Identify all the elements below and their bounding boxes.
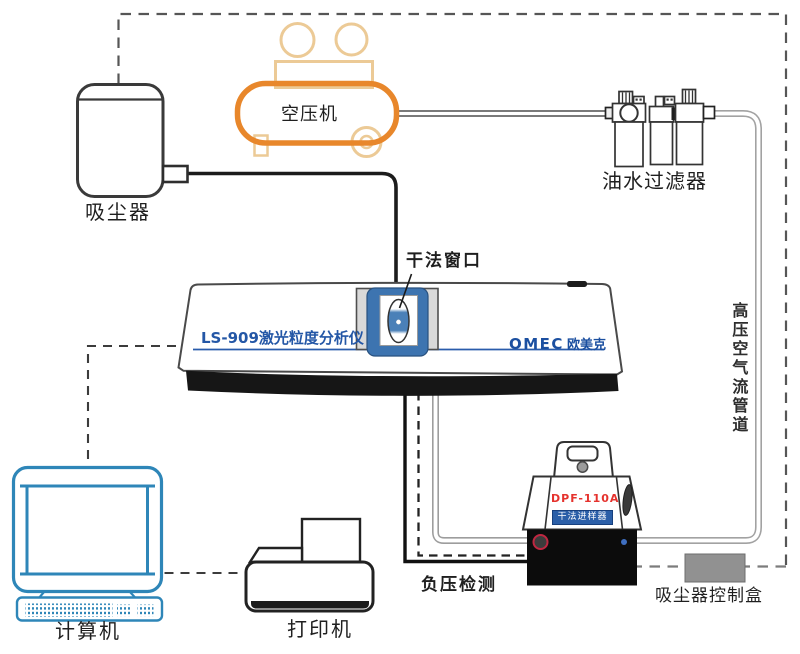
- analyzer-model-label: LS-909激光粒度分析仪: [201, 329, 364, 347]
- brand-logo-en: OMEC: [509, 335, 564, 353]
- printer-shape: [244, 517, 375, 613]
- high-pressure-pipe-label: 高压空气流管道: [729, 302, 749, 435]
- computer-shape: [11, 465, 164, 622]
- oil-water-filter-label: 油水过滤器: [602, 169, 707, 193]
- sampler-name-badge: 干法进样器: [552, 510, 613, 525]
- dry-window-label: 干法窗口: [406, 251, 482, 271]
- negative-pressure-label: 负压检测: [421, 575, 497, 595]
- brand-logo-cn: 欧美克: [566, 338, 606, 353]
- vacuum-cleaner-shape: [76, 83, 189, 198]
- high-pressure-pipe: [637, 110, 762, 544]
- printer-label: 打印机: [287, 617, 353, 641]
- dry-window-pointer-line: [398, 273, 413, 309]
- negative-pressure-lines: [403, 392, 528, 564]
- dry-window-shape: [355, 273, 439, 357]
- vacuum-control-box-shape: [684, 553, 746, 583]
- compressor-label: 空压机: [281, 104, 338, 125]
- vacuum-hose: [187, 171, 398, 288]
- analyzer-top-port: [567, 281, 587, 287]
- computer-dashed-lines: [86, 344, 246, 575]
- computer-label: 计算机: [55, 619, 121, 643]
- analyzer-base: [186, 370, 619, 396]
- control-box-label: 吸尘器控制盒: [655, 586, 763, 606]
- sampler-knob: [532, 534, 549, 550]
- sampler-indicator-led: [621, 539, 627, 545]
- air-compressor-shape: [234, 22, 400, 158]
- vacuum-label: 吸尘器: [85, 200, 151, 224]
- sampler-model-label: DPF-110A: [551, 492, 620, 505]
- oil-water-filter-shape: [604, 88, 716, 168]
